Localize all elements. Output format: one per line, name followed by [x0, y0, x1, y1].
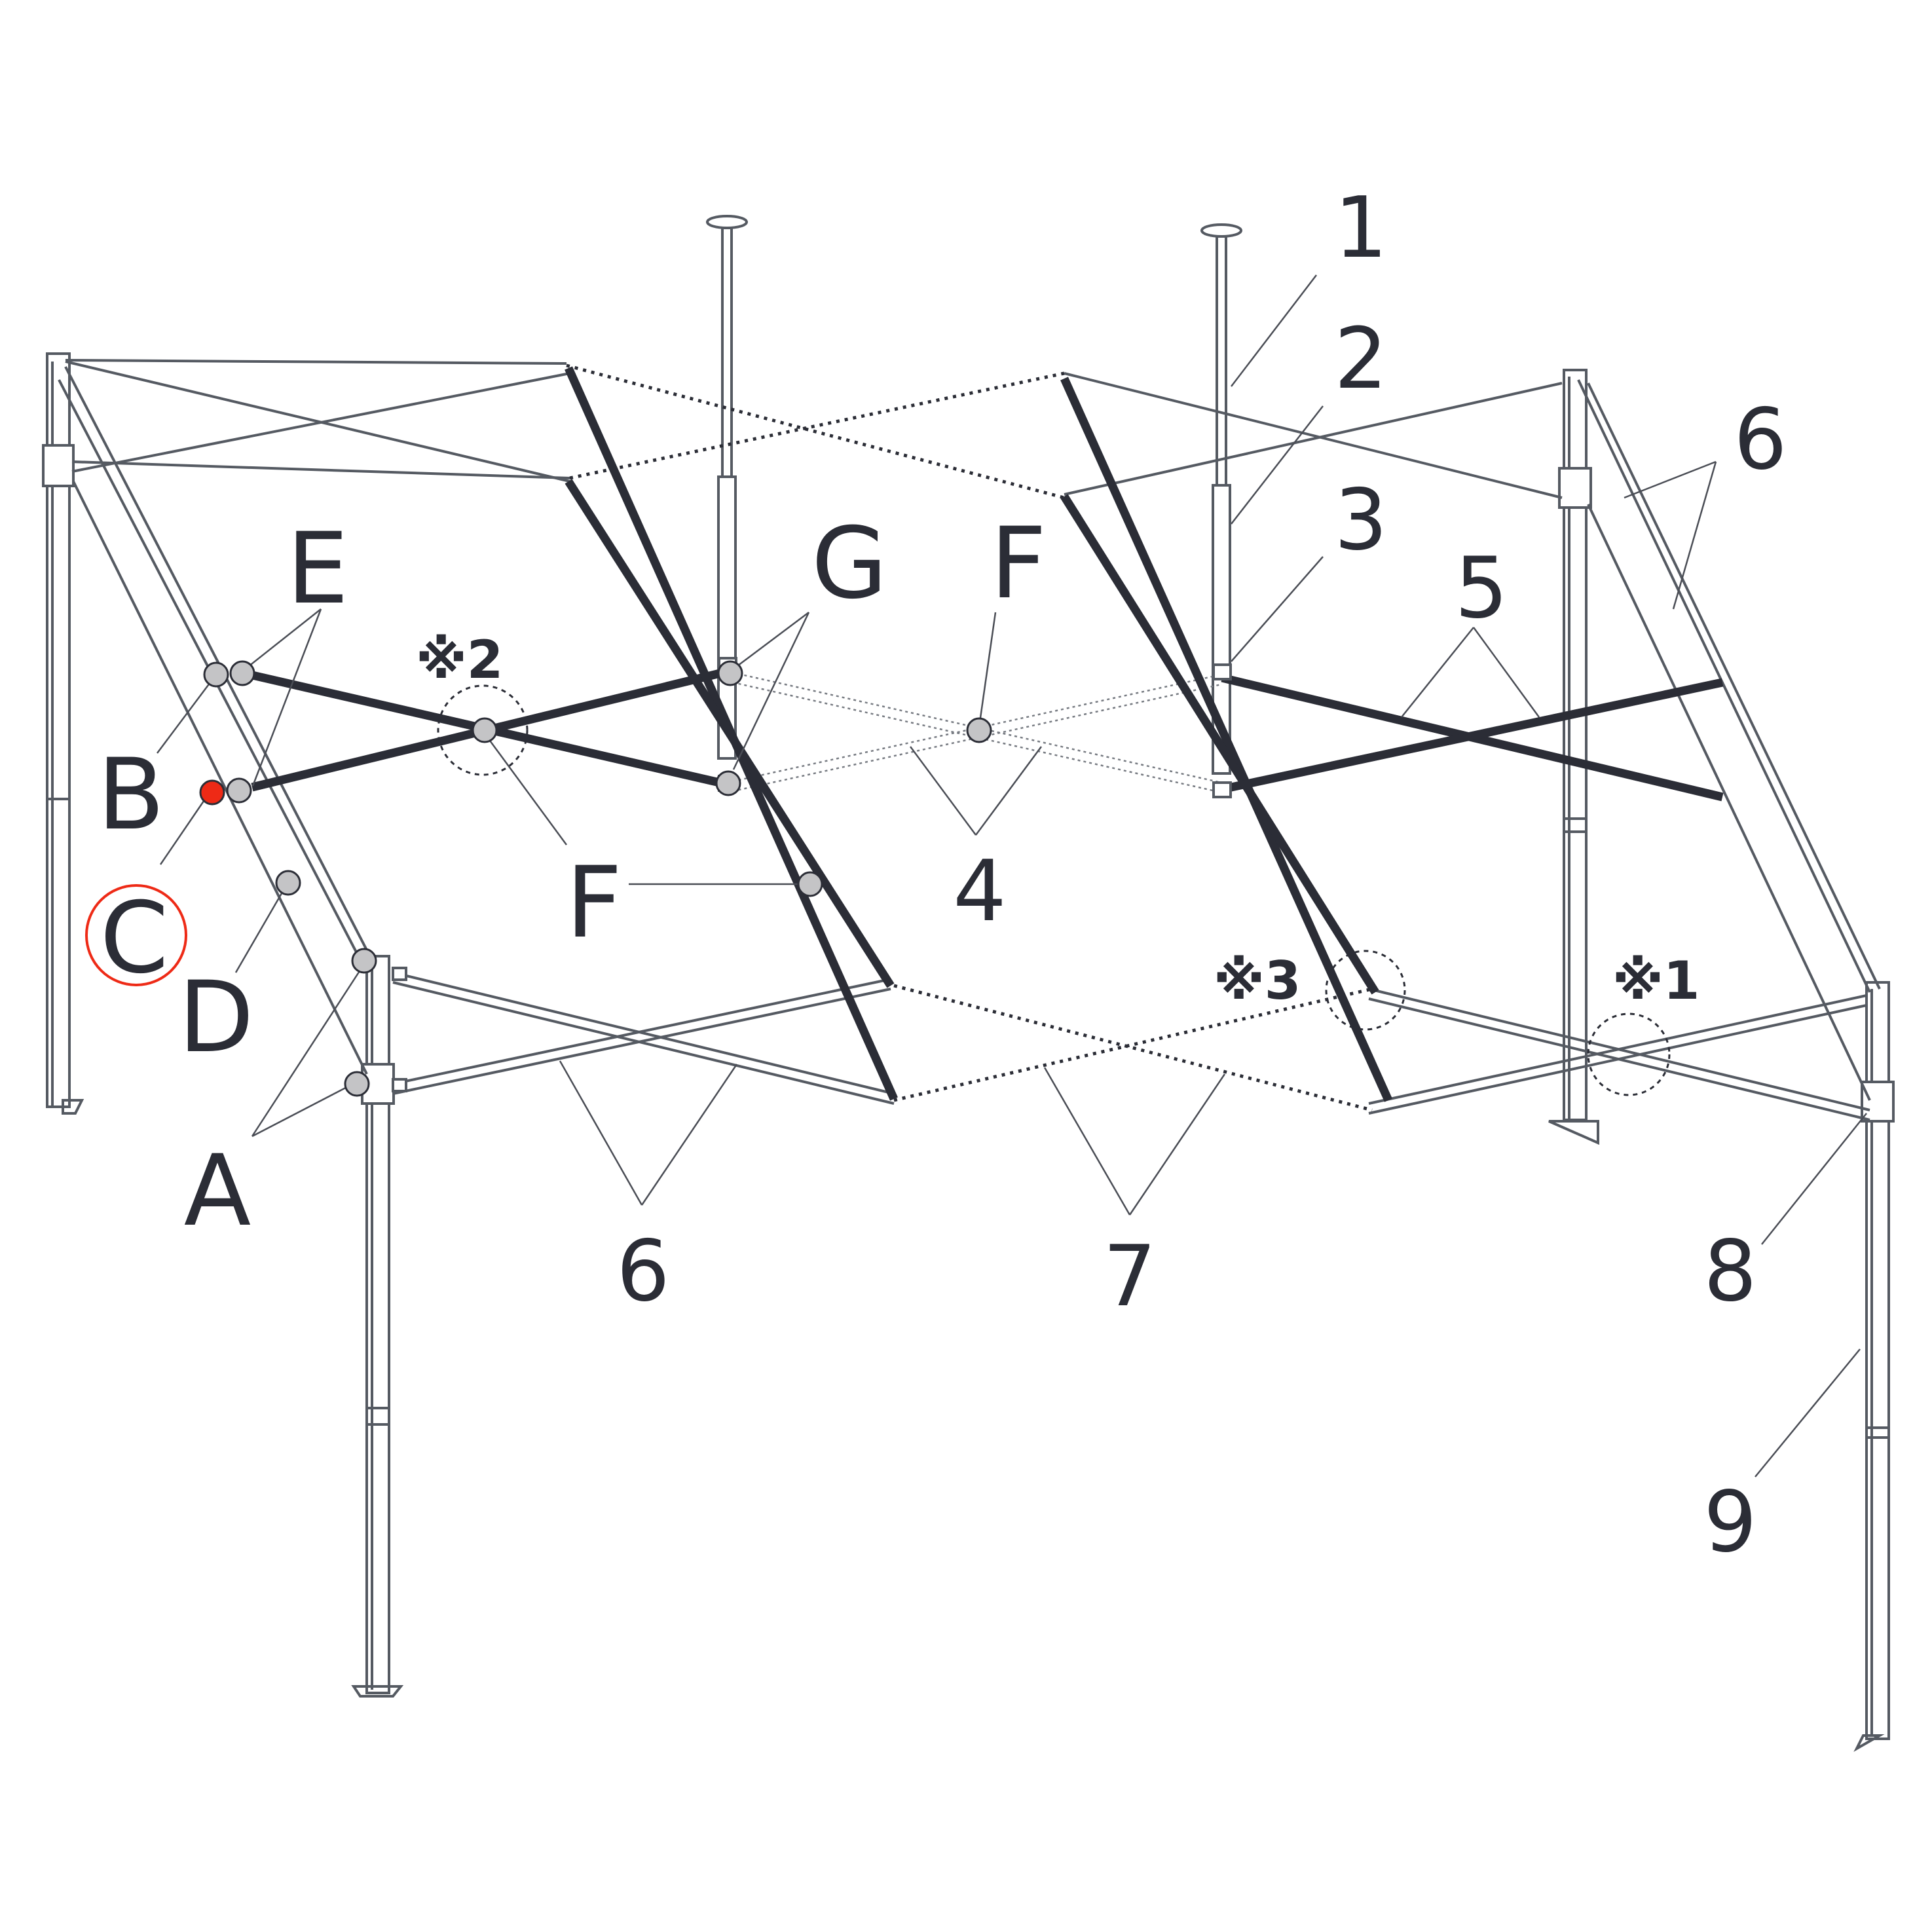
note1-circle — [1587, 1012, 1671, 1096]
label-6-right: 6 — [1734, 391, 1787, 489]
joints — [199, 660, 992, 1097]
label-G: G — [811, 507, 887, 621]
label-D: D — [178, 961, 254, 1075]
label-1: 1 — [1334, 179, 1387, 277]
highlight-circle-C — [85, 884, 187, 986]
joint-D — [275, 870, 301, 896]
joint-A-lower — [344, 1071, 370, 1097]
joint-E-lower — [226, 777, 252, 804]
front-right-leg — [1853, 981, 1895, 1753]
back-right-leg — [1548, 369, 1599, 1145]
label-C: C — [100, 882, 169, 995]
front-left-leg — [351, 955, 404, 1698]
label-F-upper: F — [990, 507, 1047, 621]
note-1-label: ※1 — [1612, 950, 1700, 1011]
joint-C — [199, 779, 225, 806]
joint-G-upper — [717, 660, 743, 686]
label-3: 3 — [1334, 472, 1387, 569]
label-2: 2 — [1334, 310, 1387, 408]
joint-G-lower — [715, 770, 741, 796]
label-B: B — [98, 738, 165, 852]
label-6-bottom: 6 — [616, 1223, 669, 1320]
note-2-label: ※2 — [416, 629, 503, 690]
label-5: 5 — [1455, 540, 1508, 637]
label-8: 8 — [1703, 1223, 1756, 1320]
label-A: A — [184, 1134, 251, 1248]
label-E: E — [287, 512, 349, 626]
joint-B — [203, 661, 229, 688]
joint-E-upper — [229, 660, 255, 686]
label-F-lower: F — [566, 846, 622, 960]
label-7: 7 — [1103, 1228, 1156, 1326]
note2-circle — [437, 684, 529, 776]
joint-F-center — [966, 717, 992, 743]
perimeter-frame — [58, 359, 1881, 1121]
joint-F-lower — [797, 871, 823, 897]
dotted-links — [566, 363, 1373, 1112]
note3-circle — [1325, 950, 1406, 1031]
leader-lines — [157, 274, 1867, 1477]
inner-dotted-section — [726, 670, 1222, 794]
joint-A-upper — [351, 948, 377, 974]
label-4: 4 — [953, 843, 1006, 940]
back-left-leg — [42, 352, 84, 1115]
note-3-label: ※3 — [1214, 950, 1301, 1011]
joint-F-left — [472, 717, 498, 743]
label-9: 9 — [1703, 1474, 1756, 1571]
